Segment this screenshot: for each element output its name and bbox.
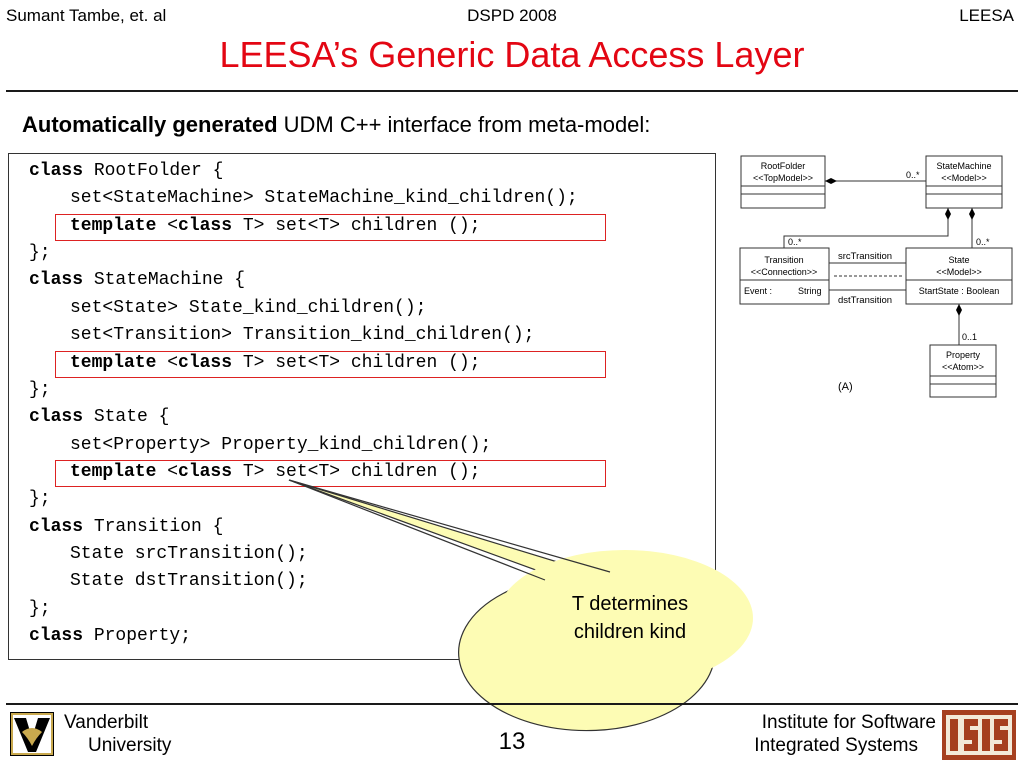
class-stereotype: <<Model>> <box>936 267 982 277</box>
multiplicity: 0..* <box>788 237 802 247</box>
class-attribute: StartState : Boolean <box>919 286 1000 296</box>
class-property <box>929 344 997 398</box>
code-line: class StateMachine { <box>29 270 246 290</box>
code-line: template <class T> set<T> children (); <box>70 462 481 482</box>
class-stereotype: <<TopModel>> <box>753 173 813 183</box>
subtitle-bold: Automatically generated <box>22 112 278 137</box>
code-line: }; <box>29 380 51 400</box>
class-name: State <box>948 255 969 265</box>
assoc-label-src: srcTransition <box>838 251 892 262</box>
class-attribute: Event : <box>744 286 772 296</box>
slide-subtitle: Automatically generated UDM C++ interfac… <box>22 112 650 138</box>
code-line: template <class T> set<T> children (); <box>70 353 481 373</box>
class-name: StateMachine <box>936 161 991 171</box>
footer-university-line1: Vanderbilt <box>64 712 149 733</box>
class-transition <box>739 247 830 305</box>
page-number: 13 <box>498 728 526 755</box>
code-line: }; <box>29 599 51 619</box>
callout-text: T determines children kind <box>571 593 689 643</box>
code-line: State srcTransition(); <box>70 544 308 564</box>
highlight-box-statemachine <box>55 351 606 378</box>
class-statemachine <box>925 155 1003 209</box>
footer-institute-line1: Institute for Software <box>761 712 936 733</box>
class-rootfolder <box>740 155 826 209</box>
code-line: }; <box>29 243 51 263</box>
header-project: LEESA <box>959 6 1014 25</box>
diagram-caption: (A) <box>838 381 853 393</box>
code-line: class Property; <box>29 626 192 646</box>
header-author: Sumant Tambe, et. al <box>6 6 167 25</box>
code-line: set<State> State_kind_children(); <box>70 298 427 318</box>
class-name: RootFolder <box>761 161 806 171</box>
code-line: set<Transition> Transition_kind_children… <box>70 325 535 345</box>
code-line: template <class T> set<T> children (); <box>70 216 481 236</box>
footer-institute-line2: Integrated Systems <box>754 735 918 756</box>
class-stereotype: <<Atom>> <box>942 362 984 372</box>
class-stereotype: <<Connection>> <box>751 267 818 277</box>
multiplicity: 0..* <box>906 170 920 180</box>
code-line: set<StateMachine> StateMachine_kind_chil… <box>70 188 578 208</box>
code-line: class Transition { <box>29 517 224 537</box>
subtitle-rest: UDM C++ interface from meta-model: <box>277 112 651 137</box>
code-line: }; <box>29 489 51 509</box>
code-line: set<Property> Property_kind_children(); <box>70 435 492 455</box>
vanderbilt-logo-icon <box>10 712 54 756</box>
multiplicity: 0..1 <box>962 332 977 342</box>
header-conference: DSPD 2008 <box>467 6 557 25</box>
top-divider <box>6 90 1018 92</box>
code-line: class RootFolder { <box>29 161 224 181</box>
isis-logo-icon <box>942 710 1016 760</box>
code-listing: class RootFolder { set<StateMachine> Sta… <box>8 153 716 660</box>
code-line: class State { <box>29 407 170 427</box>
bottom-divider <box>6 703 1018 705</box>
class-stereotype: <<Model>> <box>941 173 987 183</box>
class-attribute: String <box>798 286 822 296</box>
highlight-box-rootfolder <box>55 214 606 241</box>
footer-university-line2: University <box>88 735 172 756</box>
slide-title: LEESA’s Generic Data Access Layer <box>219 34 805 75</box>
class-name: Property <box>946 350 981 360</box>
assoc-label-dst: dstTransition <box>838 295 892 306</box>
multiplicity: 0..* <box>976 237 990 247</box>
class-state <box>905 247 1013 305</box>
class-name: Transition <box>764 255 803 265</box>
meta-model-diagram: RootFolder <<TopModel>> StateMachine <<M… <box>739 155 1013 398</box>
code-line: State dstTransition(); <box>70 571 308 591</box>
